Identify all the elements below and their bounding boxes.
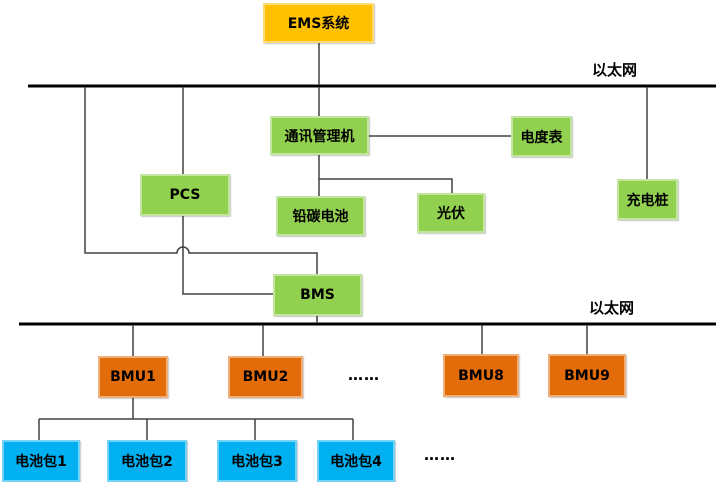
node-energy-meter-label: 电度表	[520, 129, 563, 146]
node-bmu2-label: BMU2	[242, 369, 289, 385]
node-comm-manager: 通讯管理机	[270, 116, 369, 155]
node-bmu9: BMU9	[548, 354, 626, 397]
node-ems-system-label: EMS系统	[287, 16, 350, 32]
node-comm-manager-label: 通讯管理机	[284, 128, 355, 145]
node-charging-pile-label: 充电桩	[626, 192, 669, 209]
node-bmu8-label: BMU8	[458, 367, 504, 384]
node-pcs-label: PCS	[169, 187, 201, 203]
node-battery-pack1-label: 电池包1	[15, 454, 67, 470]
node-battery-pack3: 电池包3	[217, 440, 297, 482]
node-charging-pile: 充电桩	[617, 179, 678, 220]
node-battery-pack2: 电池包2	[107, 440, 187, 482]
node-photovoltaic: 光伏	[417, 193, 485, 233]
node-bmu2: BMU2	[228, 356, 303, 398]
node-bms: BMS	[273, 274, 362, 316]
wire-branch-to-pv	[319, 178, 453, 193]
node-photovoltaic-label: 光伏	[437, 206, 465, 222]
wire-group	[38, 43, 648, 440]
node-battery-pack2-label: 电池包2	[121, 454, 173, 470]
node-bmu1: BMU1	[98, 356, 168, 398]
node-bms-label: BMS	[300, 287, 335, 303]
node-battery-pack4-label: 电池包4	[330, 454, 382, 470]
node-bmu8: BMU8	[443, 354, 519, 397]
ethernet-top-label: 以太网	[592, 61, 638, 79]
node-battery-pack3-label: 电池包3	[231, 454, 283, 470]
bmu-ellipsis: ……	[348, 366, 380, 384]
node-ems-system: EMS系统	[263, 3, 374, 43]
node-bmu1-label: BMU1	[110, 369, 156, 385]
wire-bus-pcs-bms	[182, 87, 273, 295]
node-battery-pack4: 电池包4	[317, 440, 395, 482]
node-lead-carbon-battery: 铅碳电池	[276, 196, 365, 236]
node-lead-carbon-battery-label: 铅碳电池	[292, 209, 349, 225]
node-energy-meter: 电度表	[511, 116, 572, 157]
battery-ellipsis: ……	[424, 446, 456, 464]
node-pcs: PCS	[140, 174, 230, 216]
ethernet-bottom-label: 以太网	[589, 299, 635, 317]
node-bmu9-label: BMU9	[564, 367, 610, 384]
node-battery-pack1: 电池包1	[2, 440, 80, 482]
